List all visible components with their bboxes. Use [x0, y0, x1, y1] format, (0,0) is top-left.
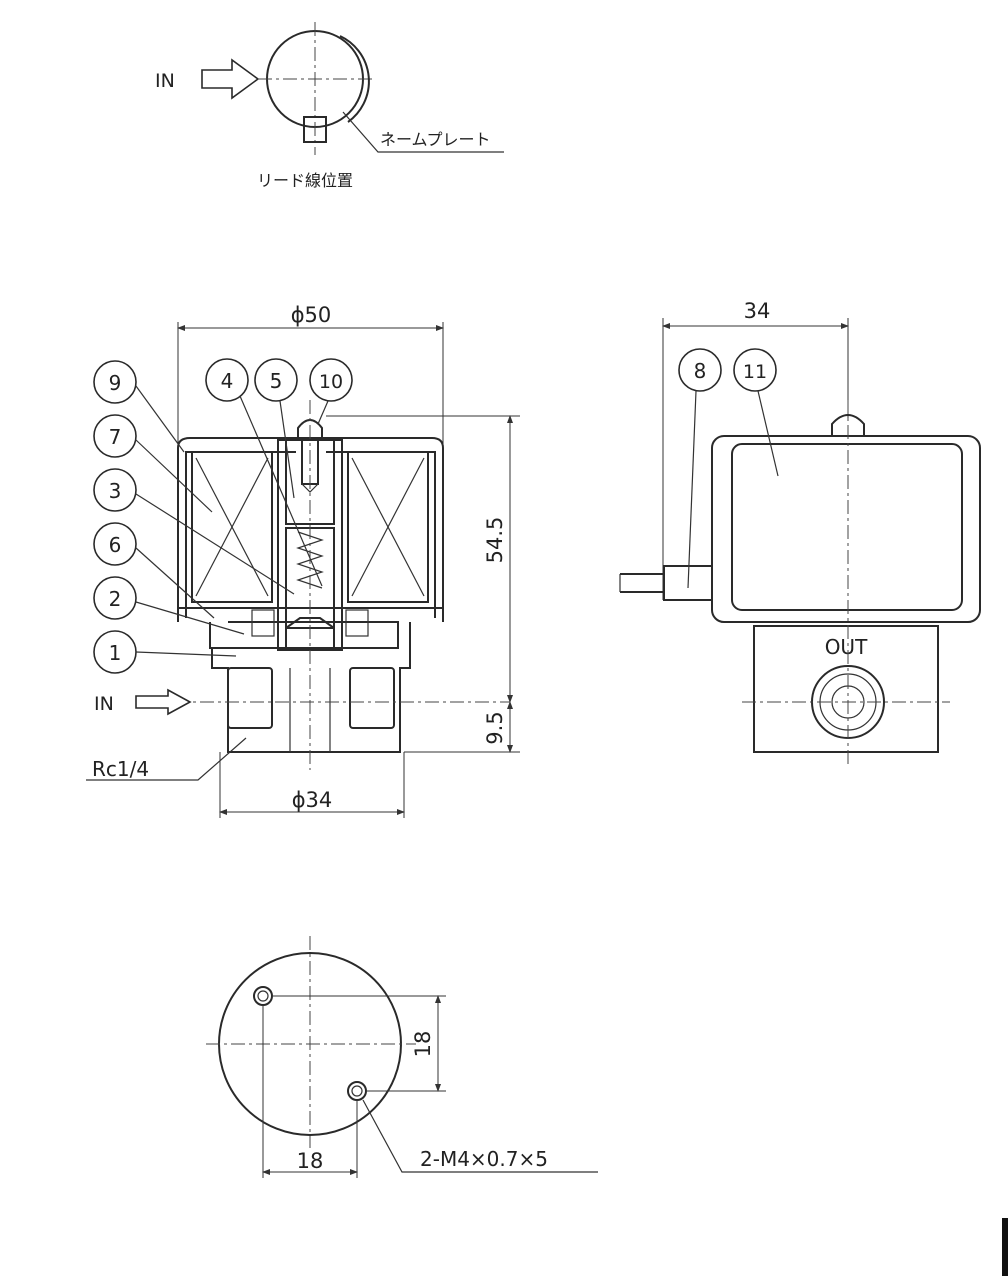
side-valve-body: [753, 625, 939, 753]
scan-edge-mark: [1002, 1218, 1008, 1276]
balloon-9: 9: [93, 360, 185, 453]
svg-text:1: 1: [109, 641, 122, 665]
side-coil-housing: [711, 435, 981, 623]
balloon-8: 8: [678, 348, 722, 589]
dim-height-545: 54.5: [483, 517, 507, 564]
dim-height-95: 9.5: [483, 711, 507, 744]
svg-text:10: 10: [319, 371, 343, 393]
top-inlet-label: IN: [155, 70, 175, 92]
dim-pitch-horizontal: 18: [297, 1149, 324, 1173]
hole-callout-leader: [362, 1099, 598, 1173]
svg-text:2: 2: [109, 587, 122, 611]
top-inlet-arrow-icon: [201, 58, 260, 100]
balloon-4: 4: [205, 358, 323, 587]
balloon-7: 7: [93, 414, 213, 513]
nameplate-arc: [339, 35, 370, 123]
side-nameplate: [731, 443, 963, 611]
svg-text:9: 9: [109, 371, 122, 395]
balloon-2: 2: [93, 576, 245, 635]
svg-text:4: 4: [221, 369, 234, 393]
bottom-view: 18 18 2-M4×0.7×5: [206, 936, 598, 1178]
mount-hole-1: [253, 986, 273, 1006]
nameplate-label: ネームプレート: [380, 130, 491, 149]
svg-text:8: 8: [694, 359, 707, 383]
front-view: ϕ50: [86, 303, 520, 818]
svg-text:6: 6: [109, 533, 122, 557]
valve-body: [209, 621, 399, 649]
outlet-label: OUT: [825, 635, 868, 659]
dim-dia-50: ϕ50: [291, 303, 332, 327]
front-inlet-arrow-icon: [135, 688, 192, 716]
dim-pitch-vertical: 18: [411, 1031, 435, 1058]
lead-stub: [303, 116, 327, 143]
svg-text:3: 3: [109, 479, 122, 503]
balloon-11: 11: [733, 348, 779, 477]
balloon-3: 3: [93, 468, 295, 595]
hole-callout-label: 2-M4×0.7×5: [420, 1147, 548, 1171]
top-view: IN ネームプレート リード線位置: [155, 22, 504, 190]
port-thread-leader: [86, 737, 247, 781]
svg-text:7: 7: [109, 425, 122, 449]
mount-hole-2: [347, 1081, 367, 1101]
balloon-1: 1: [93, 630, 237, 674]
lead-position-label: リード線位置: [257, 171, 353, 190]
dim-dia-34: ϕ34: [292, 788, 333, 812]
svg-text:11: 11: [743, 361, 767, 383]
side-view: 34 OUT 8 11: [619, 299, 981, 766]
front-inlet-label: IN: [94, 693, 114, 715]
coil-left: [191, 451, 273, 603]
dim-width-34: 34: [744, 299, 771, 323]
port-thread-label: Rc1/4: [92, 757, 149, 781]
coil-right: [347, 451, 429, 603]
balloon-5: 5: [254, 358, 298, 499]
balloon-10: 10: [309, 358, 353, 425]
balloon-6: 6: [93, 522, 215, 619]
nameplate-leader: [342, 111, 504, 153]
lead-grommet: [663, 565, 713, 601]
svg-text:5: 5: [270, 369, 283, 393]
